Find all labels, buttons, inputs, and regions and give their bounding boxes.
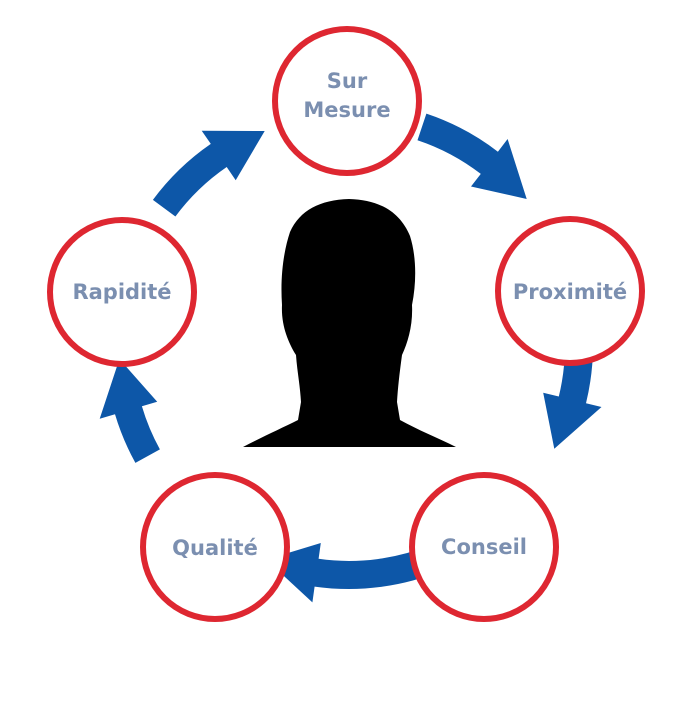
node-proximite: Proximité [495,216,645,366]
node-qualite: Qualité [140,472,290,622]
arrow-conseil-to-qualite [266,543,446,603]
arrow-proximite-to-conseil [543,347,602,449]
arrow-sur-mesure-to-proximite [417,113,527,199]
node-sur-mesure: Sur Mesure [272,26,422,176]
cycle-nodes: Sur Mesure Proximité Conseil Qualité Rap… [47,26,645,622]
node-label-rapidite: Rapidité [72,280,171,304]
node-label-proximite: Proximité [513,280,627,304]
node-label-conseil: Conseil [441,535,527,559]
node-label-sur: Sur [327,69,368,93]
node-label-mesure: Mesure [303,98,390,122]
node-rapidite: Rapidité [47,217,197,367]
node-label-qualite: Qualité [172,536,258,560]
cycle-arrows [99,113,602,603]
arrow-qualite-to-rapidite [99,359,160,463]
person-silhouette-icon [243,199,456,447]
node-conseil: Conseil [409,472,559,622]
arrow-rapidite-to-sur-mesure [152,130,265,217]
